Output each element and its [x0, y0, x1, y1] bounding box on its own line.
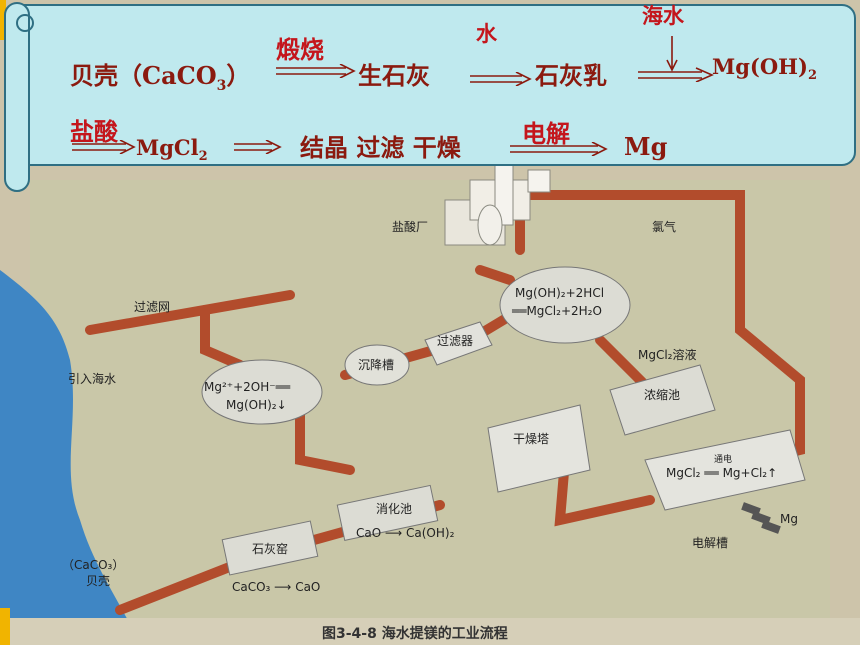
tank-reaction-line2: ══MgCl₂+2H₂O — [512, 304, 602, 318]
shell-formula: 贝壳（CaCO3） — [70, 61, 251, 94]
sea-area — [0, 270, 140, 645]
seawater-label: 海水 — [642, 3, 684, 28]
shell-formula-small: （CaCO₃） — [62, 558, 125, 572]
filter-net-label: 过滤网 — [134, 300, 171, 314]
electrolysis-reaction-label: MgCl₂ ══ Mg+Cl₂↑ — [666, 466, 778, 480]
process-banner — [8, 4, 856, 166]
caco3-cao-label: CaCO₃ ⟶ CaO — [232, 580, 321, 594]
acid-label: 盐酸 — [70, 117, 118, 146]
precip-reaction-line1: Mg²⁺+2OH⁻══ — [204, 380, 291, 394]
figure-caption: 图3-4-8 海水提镁的工业流程 — [322, 626, 508, 642]
calcine-label: 煅烧 — [276, 35, 324, 64]
calcine-arrow — [276, 64, 356, 78]
mg-output-label: Mg — [780, 512, 798, 526]
corner-accent-top — [0, 0, 6, 40]
slaked-lime-label: 石灰乳 — [535, 61, 607, 90]
filter-box — [424, 321, 493, 366]
hcl-plant-label: 盐酸厂 — [392, 220, 429, 234]
kiln-label: 石灰窑 — [252, 542, 289, 556]
mgcl2-arrow — [234, 140, 282, 154]
mg-ingots — [741, 502, 781, 534]
water-arrow — [470, 72, 532, 86]
chlorine-label: 氯气 — [652, 220, 677, 234]
mg-label: Mg — [624, 132, 668, 161]
scroll-curl — [4, 2, 34, 192]
tank-reaction-line1: Mg(OH)₂+2HCl — [515, 286, 605, 300]
acid-arrow — [72, 140, 136, 154]
electrolysis-tank-label: 电解槽 — [692, 536, 729, 550]
concentrate-label: 浓缩池 — [644, 388, 681, 402]
shell-word-small: 贝壳 — [86, 574, 111, 588]
seawater-arrow — [638, 36, 714, 82]
slaker-cylinder — [336, 484, 439, 541]
seawater-in-label: 引入海水 — [68, 372, 117, 386]
filter-label: 过滤器 — [437, 334, 474, 348]
settling-label: 沉降槽 — [358, 358, 395, 372]
precip-reaction-line2: Mg(OH)₂↓ — [226, 398, 287, 412]
hcl-plant-building — [444, 164, 551, 246]
corner-accent-bottom — [0, 608, 10, 645]
slaker-label: 消化池 — [376, 502, 413, 516]
electrolysis-arrow — [510, 142, 608, 156]
mgcl2-solution-label: MgCl₂溶液 — [638, 348, 697, 362]
settling-tank — [344, 344, 410, 386]
kiln-cylinder — [221, 520, 319, 576]
precipitation-tank — [201, 359, 323, 425]
electrolysis-tank — [644, 429, 806, 511]
dryer-label: 干燥塔 — [513, 432, 550, 446]
mgcl2-label: MgCl2 — [136, 135, 208, 165]
process-steps-label: 结晶 过滤 干燥 — [300, 133, 461, 162]
quicklime-label: 生石灰 — [358, 61, 430, 90]
electrolysis-label: 电解 — [522, 119, 570, 148]
water-label: 水 — [476, 21, 497, 46]
electrolysis-condition-label: 通电 — [714, 455, 733, 465]
concentrate-pool — [609, 364, 716, 436]
cao-caoh2-label: CaO ⟶ Ca(OH)₂ — [356, 526, 455, 540]
mgoh2-label: Mg(OH)2 — [712, 54, 817, 84]
hcl-reaction-tank — [499, 266, 631, 344]
dryer-tower — [487, 404, 591, 493]
